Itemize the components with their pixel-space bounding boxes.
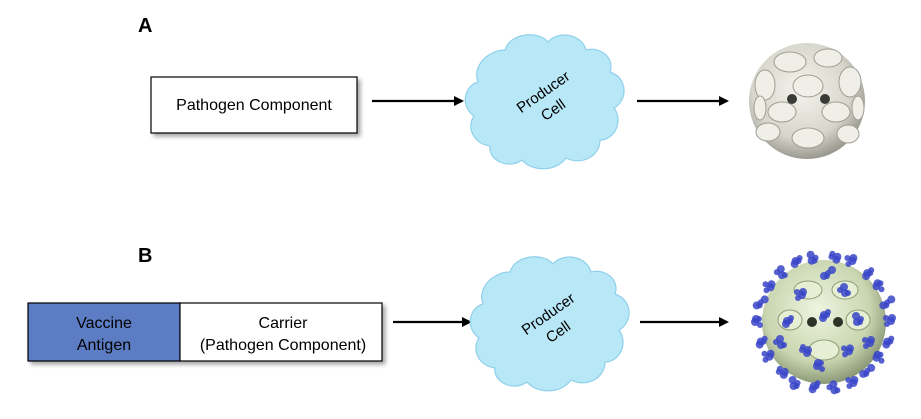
panel-b-letter: B bbox=[138, 245, 152, 267]
antigen-protein bbox=[751, 315, 763, 328]
antigen-protein bbox=[762, 280, 776, 294]
antigen-protein bbox=[813, 359, 825, 372]
antigen-protein bbox=[837, 283, 851, 297]
antigen-protein bbox=[862, 336, 875, 349]
pathogen-component-label: Pathogen Component bbox=[176, 97, 332, 114]
antigen-protein bbox=[872, 350, 885, 364]
antigen-protein bbox=[782, 315, 794, 328]
antigen-protein bbox=[841, 344, 854, 358]
antigen-protein bbox=[761, 349, 775, 363]
antigen-protein-cluster bbox=[751, 250, 896, 395]
antigen-protein bbox=[775, 365, 789, 379]
antigen-protein bbox=[788, 376, 801, 390]
antigen-protein bbox=[806, 250, 819, 265]
antigen-protein bbox=[882, 335, 895, 349]
antigen-protein bbox=[872, 279, 885, 293]
panel-a: A Pathogen Component Producer Cell bbox=[138, 15, 865, 170]
fusion-construct bbox=[27, 302, 383, 362]
producer-cell-a: Producer Cell bbox=[464, 34, 625, 170]
antigen-protein bbox=[820, 266, 836, 280]
antigen-protein bbox=[883, 314, 896, 327]
antigen-protein bbox=[773, 265, 788, 280]
vaccine-antigen-line2: Antigen bbox=[77, 337, 131, 354]
antigen-protein bbox=[844, 254, 858, 267]
antigen-protein bbox=[752, 295, 769, 310]
antigen-protein bbox=[845, 376, 859, 389]
carrier-box bbox=[179, 302, 383, 362]
antigen-protein bbox=[808, 380, 821, 394]
antigen-protein bbox=[790, 255, 803, 268]
pathogen-component-box bbox=[150, 76, 358, 134]
antigen-protein bbox=[819, 309, 831, 322]
antigen-protein bbox=[826, 380, 841, 395]
antigen-protein bbox=[859, 363, 876, 378]
antigen-protein bbox=[879, 295, 896, 310]
virus-like-particle-icon bbox=[749, 43, 865, 159]
vaccine-antigen-line1: Vaccine bbox=[76, 315, 132, 332]
antigen-protein bbox=[799, 344, 812, 357]
panel-a-letter: A bbox=[138, 15, 152, 37]
carrier-line2: (Pathogen Component) bbox=[200, 337, 366, 354]
decorated-virus-like-particle-icon bbox=[751, 250, 896, 395]
panel-b: B Vaccine Antigen Carrier (Pathogen Comp… bbox=[27, 245, 896, 395]
antigen-protein bbox=[755, 335, 768, 349]
carrier-line1: Carrier bbox=[259, 315, 309, 332]
antigen-protein bbox=[862, 267, 875, 281]
antigen-protein bbox=[773, 335, 787, 349]
producer-cell-b: Producer Cell bbox=[469, 256, 630, 392]
antigen-protein bbox=[794, 288, 807, 301]
antigen-protein bbox=[828, 250, 842, 264]
antigen-protein bbox=[852, 312, 864, 326]
